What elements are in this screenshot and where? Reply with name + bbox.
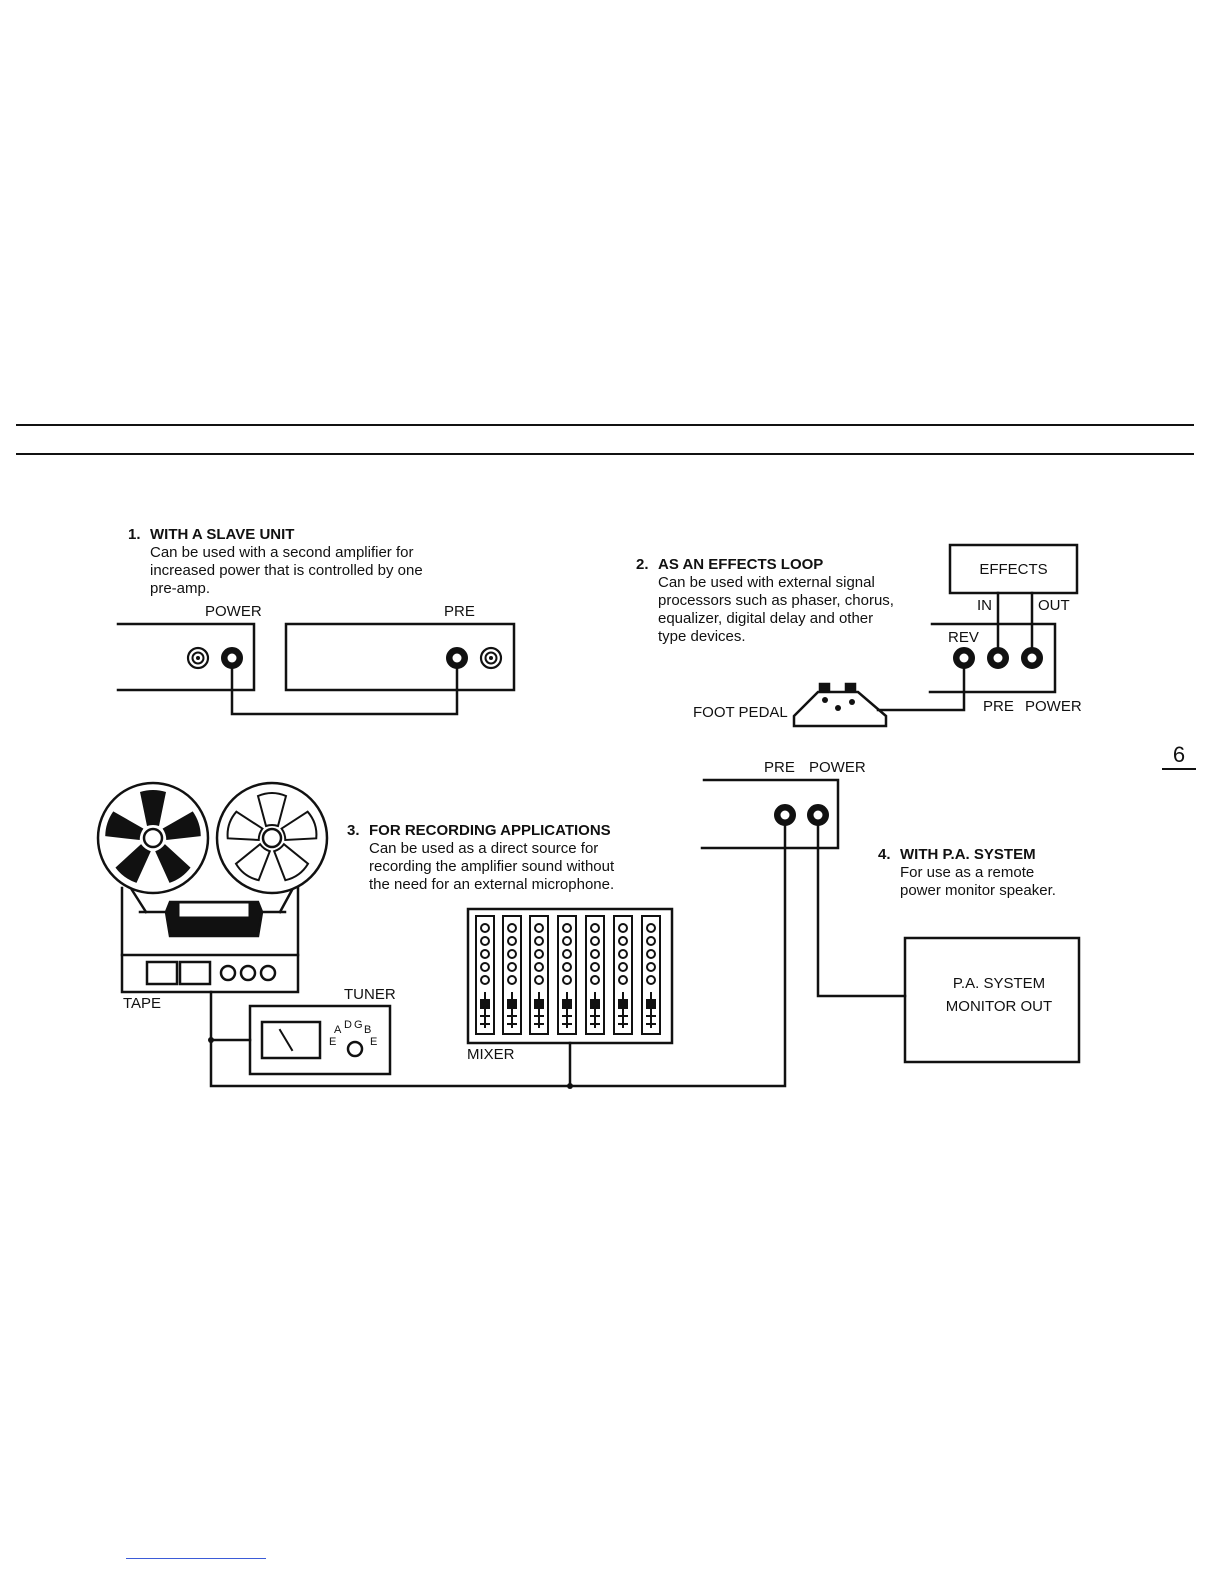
top-rule-lower	[16, 453, 1194, 455]
section-1-title: WITH A SLAVE UNIT	[150, 526, 295, 543]
jack-plug-icon	[221, 647, 243, 669]
section-3-body: Can be used as a direct source for recor…	[369, 840, 615, 893]
reel-spokes-right	[226, 792, 318, 882]
rev-cable	[876, 656, 966, 712]
junction-dots	[208, 697, 855, 1089]
diagram-slave-unit	[116, 622, 516, 716]
tape-deck	[96, 781, 329, 994]
tuner-string-g: G	[354, 1019, 363, 1031]
tuner-string-a: A	[334, 1024, 342, 1036]
jack-icon	[479, 646, 503, 670]
section-4-body: For use as a remote power monitor speake…	[900, 864, 1056, 899]
label-in: IN	[977, 597, 992, 614]
top-rule-upper	[16, 424, 1194, 426]
amp-chassis-3	[700, 778, 840, 850]
section-2-title: AS AN EFFECTS LOOP	[658, 556, 824, 573]
jack-plug-icon	[446, 647, 468, 669]
label-rev: REV	[948, 629, 979, 646]
label-foot-pedal: FOOT PEDAL	[693, 704, 788, 721]
tuner-string-d: D	[344, 1019, 352, 1031]
mixer	[466, 907, 674, 1045]
tuner-string-e-low: E	[329, 1036, 337, 1048]
tuner-meter	[260, 1020, 322, 1060]
label-tape: TAPE	[123, 995, 162, 1012]
label-mixer: MIXER	[467, 1046, 515, 1063]
label-pa-system: P.A. SYSTEM MONITOR OUT	[945, 975, 1053, 1015]
mixer-channel	[502, 915, 522, 1035]
mixer-channels	[475, 915, 661, 1035]
foot-pedal-body	[792, 690, 888, 728]
power-out-cable	[816, 813, 907, 998]
label-power-3: POWER	[809, 759, 866, 776]
jack-plug-icon	[807, 804, 829, 826]
tuner	[248, 1004, 392, 1076]
mixer-channel	[641, 915, 661, 1035]
page-number: 6	[1162, 742, 1196, 770]
pre-amp-chassis	[284, 622, 516, 692]
section-4-number: 4.	[878, 846, 891, 863]
jack-plug-icon	[953, 647, 975, 669]
section-4: 4. WITH P.A. SYSTEM For use as a remote p…	[878, 846, 1098, 900]
vu-meter-1	[145, 960, 179, 986]
mixer-channel	[475, 915, 495, 1035]
diagram-effects-loop	[792, 543, 1079, 728]
section-3: 3. FOR RECORDING APPLICATIONS Can be used…	[347, 822, 677, 894]
label-pre-3: PRE	[764, 759, 795, 776]
label-out: OUT	[1038, 597, 1070, 614]
label-pre-1: PRE	[444, 603, 475, 620]
section-1: 1. WITH A SLAVE UNIT Can be used with a s…	[128, 526, 508, 598]
section-4-title: WITH P.A. SYSTEM	[900, 846, 1036, 863]
pa-system-box	[903, 936, 1081, 1064]
jack-plug-icon	[774, 804, 796, 826]
mixer-channel	[613, 915, 633, 1035]
footer-line	[126, 1558, 266, 1559]
tuner-string-b: B	[364, 1024, 372, 1036]
label-pre-2: PRE	[983, 698, 1014, 715]
label-effects: EFFECTS	[979, 561, 1048, 578]
section-2-body: Can be used with external signal process…	[658, 574, 894, 645]
jack-icon	[186, 646, 210, 670]
tuner-string-e-high: E	[370, 1036, 378, 1048]
slave-cable	[230, 656, 459, 716]
mixer-channel	[529, 915, 549, 1035]
diagram-amp-outputs	[209, 778, 1081, 1088]
label-tuner: TUNER	[344, 986, 396, 1003]
mixer-channel	[585, 915, 605, 1035]
label-power-2: POWER	[1025, 698, 1082, 715]
jack-plug-icon	[987, 647, 1009, 669]
effects-box	[948, 543, 1079, 595]
amp-chassis-2	[928, 622, 1057, 694]
section-1-number: 1.	[128, 526, 141, 543]
jack-plug-icon	[1021, 647, 1043, 669]
power-amp-chassis	[116, 622, 256, 692]
reel-left	[96, 781, 210, 895]
reel-right	[215, 781, 329, 895]
label-power-1: POWER	[205, 603, 262, 620]
section-3-title: FOR RECORDING APPLICATIONS	[369, 822, 611, 839]
reel-spokes-left	[105, 790, 201, 883]
section-3-number: 3.	[347, 822, 360, 839]
mixer-channel	[557, 915, 577, 1035]
section-1-body: Can be used with a second amplifier for …	[150, 544, 423, 597]
section-2-number: 2.	[636, 556, 649, 573]
vu-meter-2	[178, 960, 212, 986]
section-2: 2. AS AN EFFECTS LOOP Can be used with ex…	[636, 556, 936, 646]
